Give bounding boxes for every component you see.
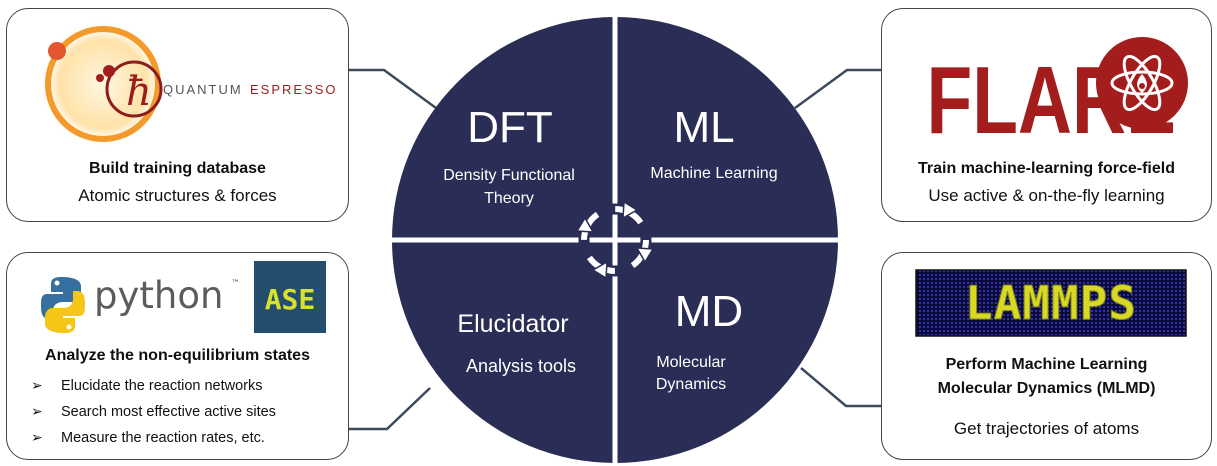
lammps-logo: LAMMPS: [915, 269, 1187, 337]
quadrant-md-name-line1: Molecular: [656, 354, 726, 371]
qe-orange-ring: [45, 26, 161, 142]
card-title: Build training database: [89, 160, 266, 177]
quadrant-elucidator: Elucidator Analysis tools: [457, 310, 576, 376]
quadrant-md: MD Molecular Dynamics: [656, 287, 743, 393]
bullet-text: Measure the reaction rates, etc.: [61, 430, 265, 446]
flare-logo: FLARE: [926, 37, 1188, 154]
bullet-item: ➢ Measure the reaction rates, etc.: [31, 424, 276, 450]
python-ase-logos: python ™ ASE: [41, 261, 326, 333]
lammps-led-panel: [915, 269, 1187, 337]
card-title: Analyze the non-equilibrium states: [45, 347, 310, 364]
bullet-arrow-icon: ➢: [31, 429, 43, 445]
bullet-arrow-icon: ➢: [31, 377, 43, 393]
quadrant-ml-abbr: ML: [673, 103, 734, 152]
card-subtitle: Get trajectories of atoms: [953, 419, 1140, 438]
quadrant-dft-name-line2: Theory: [484, 190, 534, 207]
bullet-list: ➢ Elucidate the reaction networks ➢ Search…: [31, 372, 276, 450]
quadrant-ml: ML Machine Learning: [650, 103, 777, 182]
connector-bottom-right: [800, 367, 881, 408]
quadrant-md-abbr: MD: [675, 287, 743, 336]
cycle-arrows-icon: [575, 200, 655, 280]
python-snake-icon: [41, 277, 85, 333]
connector-top-right: [794, 68, 881, 110]
card-title-line2: Molecular Dynamics (MLMD): [937, 380, 1156, 397]
bullet-text: Elucidate the reaction networks: [61, 378, 263, 394]
quadrant-dft-abbr: DFT: [467, 103, 553, 152]
quadrant-ml-name-line1: Machine Learning: [650, 165, 777, 182]
bullet-item: ➢ Search most effective active sites: [31, 398, 276, 424]
card-title: Train machine-learning force-field: [918, 160, 1175, 177]
bullet-item: ➢ Elucidate the reaction networks: [31, 372, 276, 398]
connector-lines: [349, 68, 881, 431]
card-perform-mlmd: LAMMPS Perform Machine Learning Molecula…: [881, 252, 1212, 460]
card-title-line1: Perform Machine Learning: [945, 356, 1148, 373]
qe-logo-text-b: ESPRESSO: [250, 82, 338, 97]
card-subtitle: Use active & on-the-fly learning: [928, 186, 1165, 205]
python-logo-text: python: [94, 274, 223, 317]
quadrant-dft: DFT Density Functional Theory: [443, 103, 575, 207]
qe-logo-text-a: QUANTUM: [163, 82, 243, 97]
lammps-logo-text: LAMMPS: [965, 276, 1137, 330]
ase-logo-text: ASE: [265, 283, 316, 316]
quadrant-elucidator-name-line1: Analysis tools: [466, 356, 576, 376]
bullet-text: Search most effective active sites: [61, 404, 276, 420]
quadrant-md-name-line2: Dynamics: [656, 376, 726, 393]
quadrant-elucidator-abbr: Elucidator: [457, 310, 568, 338]
qe-h-glyph: ħ: [126, 69, 152, 115]
card-build-training-database: ħ QUANTUM ESPRESSO Build training databa…: [6, 8, 349, 222]
python-tm: ™: [231, 279, 240, 289]
bullet-arrow-icon: ➢: [31, 403, 43, 419]
atom-flame-icon: [1096, 37, 1188, 129]
card-train-force-field: FLARE Train machine-learning force-field…: [881, 8, 1212, 222]
central-circle: [392, 17, 838, 463]
quadrant-dft-name-line1: Density Functional: [443, 167, 575, 184]
quantum-espresso-logo: ħ QUANTUM ESPRESSO: [40, 21, 338, 147]
connector-bottom-left: [349, 387, 431, 431]
ase-logo-box: [254, 261, 326, 333]
connector-top-left: [349, 68, 437, 110]
card-subtitle: Atomic structures & forces: [78, 186, 277, 205]
card-analyze-states: python ™ ASE Analyze the non-equilibrium…: [6, 252, 349, 460]
